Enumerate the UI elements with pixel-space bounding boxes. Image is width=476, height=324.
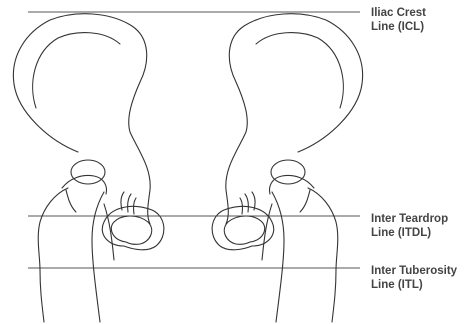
- right-iliac-wing: [226, 14, 363, 224]
- left-greater-trochanter: [66, 190, 76, 212]
- right-greater-trochanter: [300, 190, 310, 212]
- right-iliac-inner-curve: [256, 33, 343, 108]
- right-femur: [308, 188, 338, 322]
- right-obturator-inner: [224, 216, 264, 244]
- label-itl-line2: Line (ITL): [371, 279, 457, 293]
- right-teardrop: [240, 192, 255, 214]
- right-femoral-head: [271, 160, 305, 184]
- left-teardrop: [121, 192, 136, 214]
- left-hemipelvis: [13, 14, 163, 322]
- label-inter-tuberosity-line: Inter Tuberosity Line (ITL): [371, 265, 457, 292]
- left-femur-inner: [92, 192, 104, 322]
- left-acetabulum: [62, 176, 107, 195]
- label-itdl-line1: Inter Teardrop: [371, 213, 448, 227]
- label-iliac-crest-line: Iliac Crest Line (ICL): [371, 7, 426, 34]
- label-icl-line1: Iliac Crest: [371, 7, 426, 21]
- right-hemipelvis: [212, 14, 362, 322]
- right-acetabulum: [270, 176, 315, 195]
- label-itdl-line2: Line (ITDL): [371, 227, 448, 241]
- label-inter-teardrop-line: Inter Teardrop Line (ITDL): [371, 213, 448, 240]
- left-obturator-inner: [111, 216, 151, 244]
- left-femoral-head: [71, 160, 105, 184]
- label-itl-line1: Inter Tuberosity: [371, 265, 457, 279]
- label-icl-line2: Line (ICL): [371, 21, 426, 35]
- right-femur-inner: [272, 192, 284, 322]
- left-iliac-wing: [13, 14, 150, 224]
- left-femur: [38, 188, 68, 322]
- left-iliac-inner-curve: [33, 33, 120, 108]
